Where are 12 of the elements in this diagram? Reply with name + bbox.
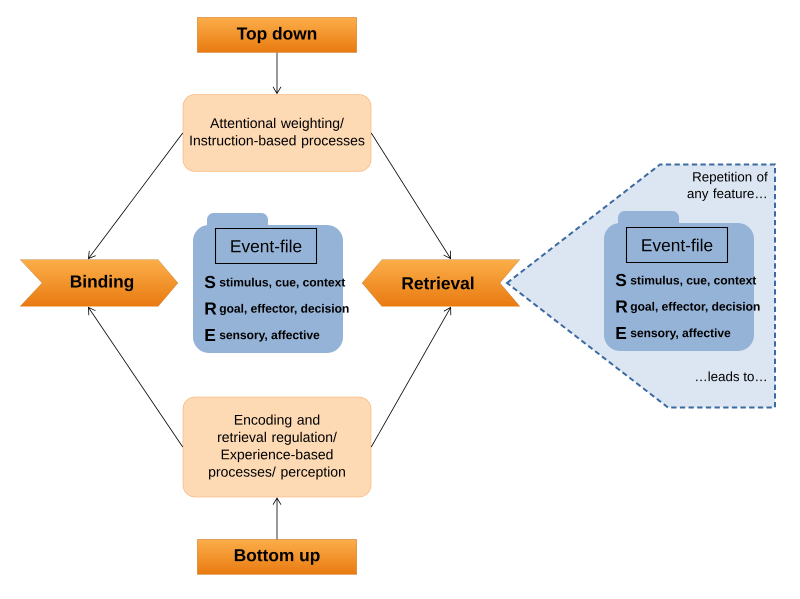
label-bar: Top down [197, 17, 357, 53]
arrow [272, 497, 282, 540]
process-box: Attentional weighting/ Instruction-based processes [182, 94, 372, 172]
note-text: …leads to… [696, 371, 766, 382]
arrow [88, 132, 184, 260]
arrow [370, 306, 452, 448]
process-box: Encoding and retrieval regulation/ Experience-based processes/ perception [182, 396, 372, 498]
arrow [272, 52, 282, 94]
arrow [370, 132, 451, 260]
label-bar: Bottom up [197, 539, 357, 575]
note-text: Repetition of any feature… [688, 172, 768, 201]
arrow [88, 306, 184, 448]
